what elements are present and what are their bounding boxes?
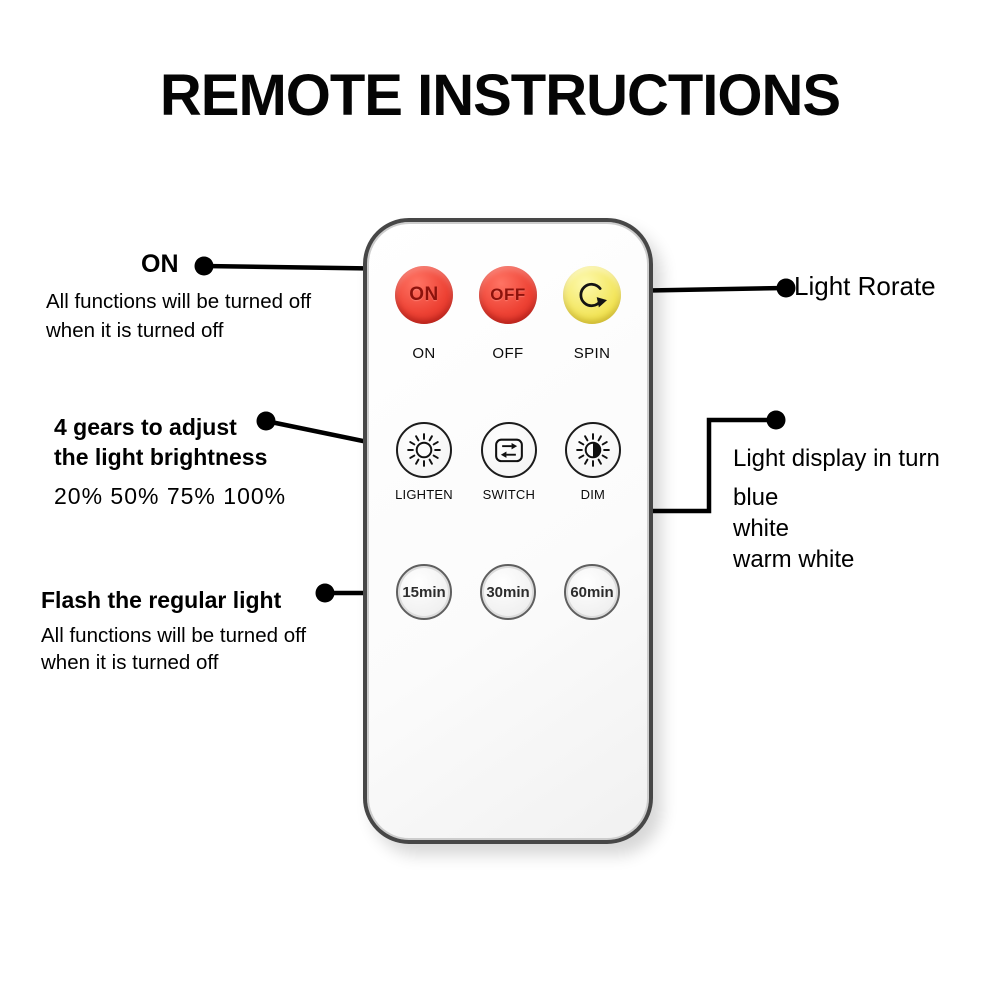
on-button[interactable]: ON <box>395 266 453 324</box>
lighten-button[interactable] <box>396 422 452 478</box>
dim-button-group: DIM <box>564 422 621 502</box>
on-button-caption: ON <box>412 345 436 362</box>
spin-button-group: SPIN <box>563 266 621 362</box>
callout-flash-body-line1: All functions will be turned off <box>41 624 307 647</box>
callout-on-body: All functions will be turned off when it… <box>46 287 311 345</box>
timer-30min-label: 30min <box>486 583 530 601</box>
callout-brightness-line1: 4 gears to adjust <box>54 414 237 440</box>
rotate-arrow-icon <box>579 282 607 308</box>
timer-60-group: 60min <box>564 564 620 620</box>
callout-display: Light display in turn blue white warm wh… <box>733 443 940 575</box>
switch-button-group: SWITCH <box>480 422 537 502</box>
timer-15-group: 15min <box>396 564 452 620</box>
spin-button-caption: SPIN <box>573 345 611 362</box>
timer-15min-label: 15min <box>402 583 446 601</box>
remote-body: ON ON OFF OFF SPIN <box>363 218 653 844</box>
timer-row: 15min 30min 60min <box>367 564 649 620</box>
on-connector-dot <box>194 256 214 276</box>
callout-on-body-line1: All functions will be turned off <box>46 290 312 313</box>
callout-display-heading: Light display in turn <box>733 445 940 472</box>
on-button-label: ON <box>409 284 439 305</box>
rotate-connector-dot <box>776 278 796 298</box>
half-sun-icon <box>576 433 610 467</box>
on-button-group: ON ON <box>395 266 453 362</box>
lighten-button-group: LIGHTEN <box>395 422 453 502</box>
callout-display-item-warm-white: warm white <box>733 546 855 573</box>
function-row: LIGHTEN SWITCH <box>367 422 649 502</box>
switch-button[interactable] <box>480 422 537 478</box>
callout-flash-body: All functions will be turned off when it… <box>41 623 306 676</box>
callout-rotate-heading: Light Rorate <box>794 271 936 301</box>
timer-15min-button[interactable]: 15min <box>396 564 452 620</box>
callout-flash-body-line2: when it is turned off <box>41 650 219 674</box>
timer-30-group: 30min <box>480 564 536 620</box>
callout-on-body-line2: when it is turned off <box>46 319 224 342</box>
callout-brightness-levels: 20% 50% 75% 100% <box>54 483 287 509</box>
flash-connector-dot <box>315 583 335 603</box>
timer-30min-button[interactable]: 30min <box>480 564 536 620</box>
callout-brightness-line2: the light brightness <box>54 444 268 470</box>
timer-60min-button[interactable]: 60min <box>564 564 620 620</box>
callout-flash-heading: Flash the regular light <box>41 587 282 613</box>
callout-display-item-blue: blue <box>733 484 779 511</box>
off-button-label: OFF <box>490 285 526 304</box>
off-button[interactable]: OFF <box>479 266 537 324</box>
lighten-caption: LIGHTEN <box>395 487 453 502</box>
off-button-caption: OFF <box>492 345 524 362</box>
timer-60min-label: 60min <box>570 583 614 601</box>
sun-icon <box>407 433 441 467</box>
dim-button[interactable] <box>564 422 621 478</box>
switch-caption: SWITCH <box>482 487 536 502</box>
dim-caption: DIM <box>580 487 606 502</box>
spin-button[interactable] <box>563 266 621 324</box>
callout-brightness: 4 gears to adjust the light brightness 2… <box>54 412 286 511</box>
display-connector-dot <box>766 410 786 430</box>
callout-on-heading: ON <box>141 250 179 278</box>
cycle-icon <box>494 438 523 463</box>
page-title: REMOTE INSTRUCTIONS <box>159 63 841 128</box>
callout-display-item-white: white <box>733 515 790 542</box>
off-button-group: OFF OFF <box>479 266 537 362</box>
power-row: ON ON OFF OFF SPIN <box>367 266 649 362</box>
